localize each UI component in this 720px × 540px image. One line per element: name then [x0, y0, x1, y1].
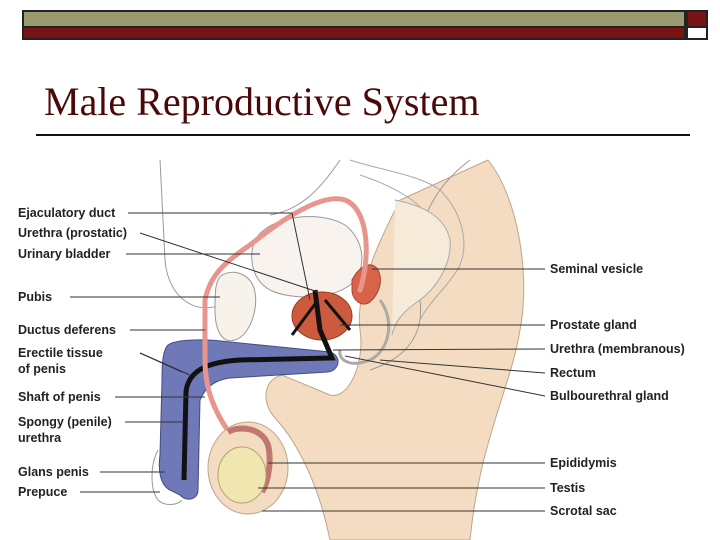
label-glans-penis: Glans penis — [18, 465, 89, 479]
label-ejaculatory-duct: Ejaculatory duct — [18, 206, 116, 220]
label-seminal-vesicle: Seminal vesicle — [550, 262, 643, 276]
label-erectile-tissue-line2: of penis — [18, 362, 66, 376]
label-spongy-urethra: Spongy (penile) — [18, 415, 112, 429]
label-prepuce: Prepuce — [18, 485, 67, 499]
label-scrotal-sac: Scrotal sac — [550, 504, 617, 518]
label-erectile-tissue: Erectile tissue — [18, 346, 103, 360]
label-urethra-membranous: Urethra (membranous) — [550, 342, 685, 356]
label-urinary-bladder: Urinary bladder — [18, 247, 111, 261]
pubis-bone — [215, 272, 256, 340]
label-ductus-deferens: Ductus deferens — [18, 323, 116, 337]
label-spongy-urethra-line2: urethra — [18, 431, 62, 445]
label-pubis: Pubis — [18, 290, 52, 304]
label-testis: Testis — [550, 481, 585, 495]
testis — [218, 447, 266, 503]
label-rectum: Rectum — [550, 366, 596, 380]
label-urethra-prostatic: Urethra (prostatic) — [18, 226, 127, 240]
label-shaft-of-penis: Shaft of penis — [18, 390, 101, 404]
label-epididymis: Epididymis — [550, 456, 617, 470]
label-prostate-gland: Prostate gland — [550, 318, 637, 332]
label-bulbourethral-gland: Bulbourethral gland — [550, 389, 669, 403]
